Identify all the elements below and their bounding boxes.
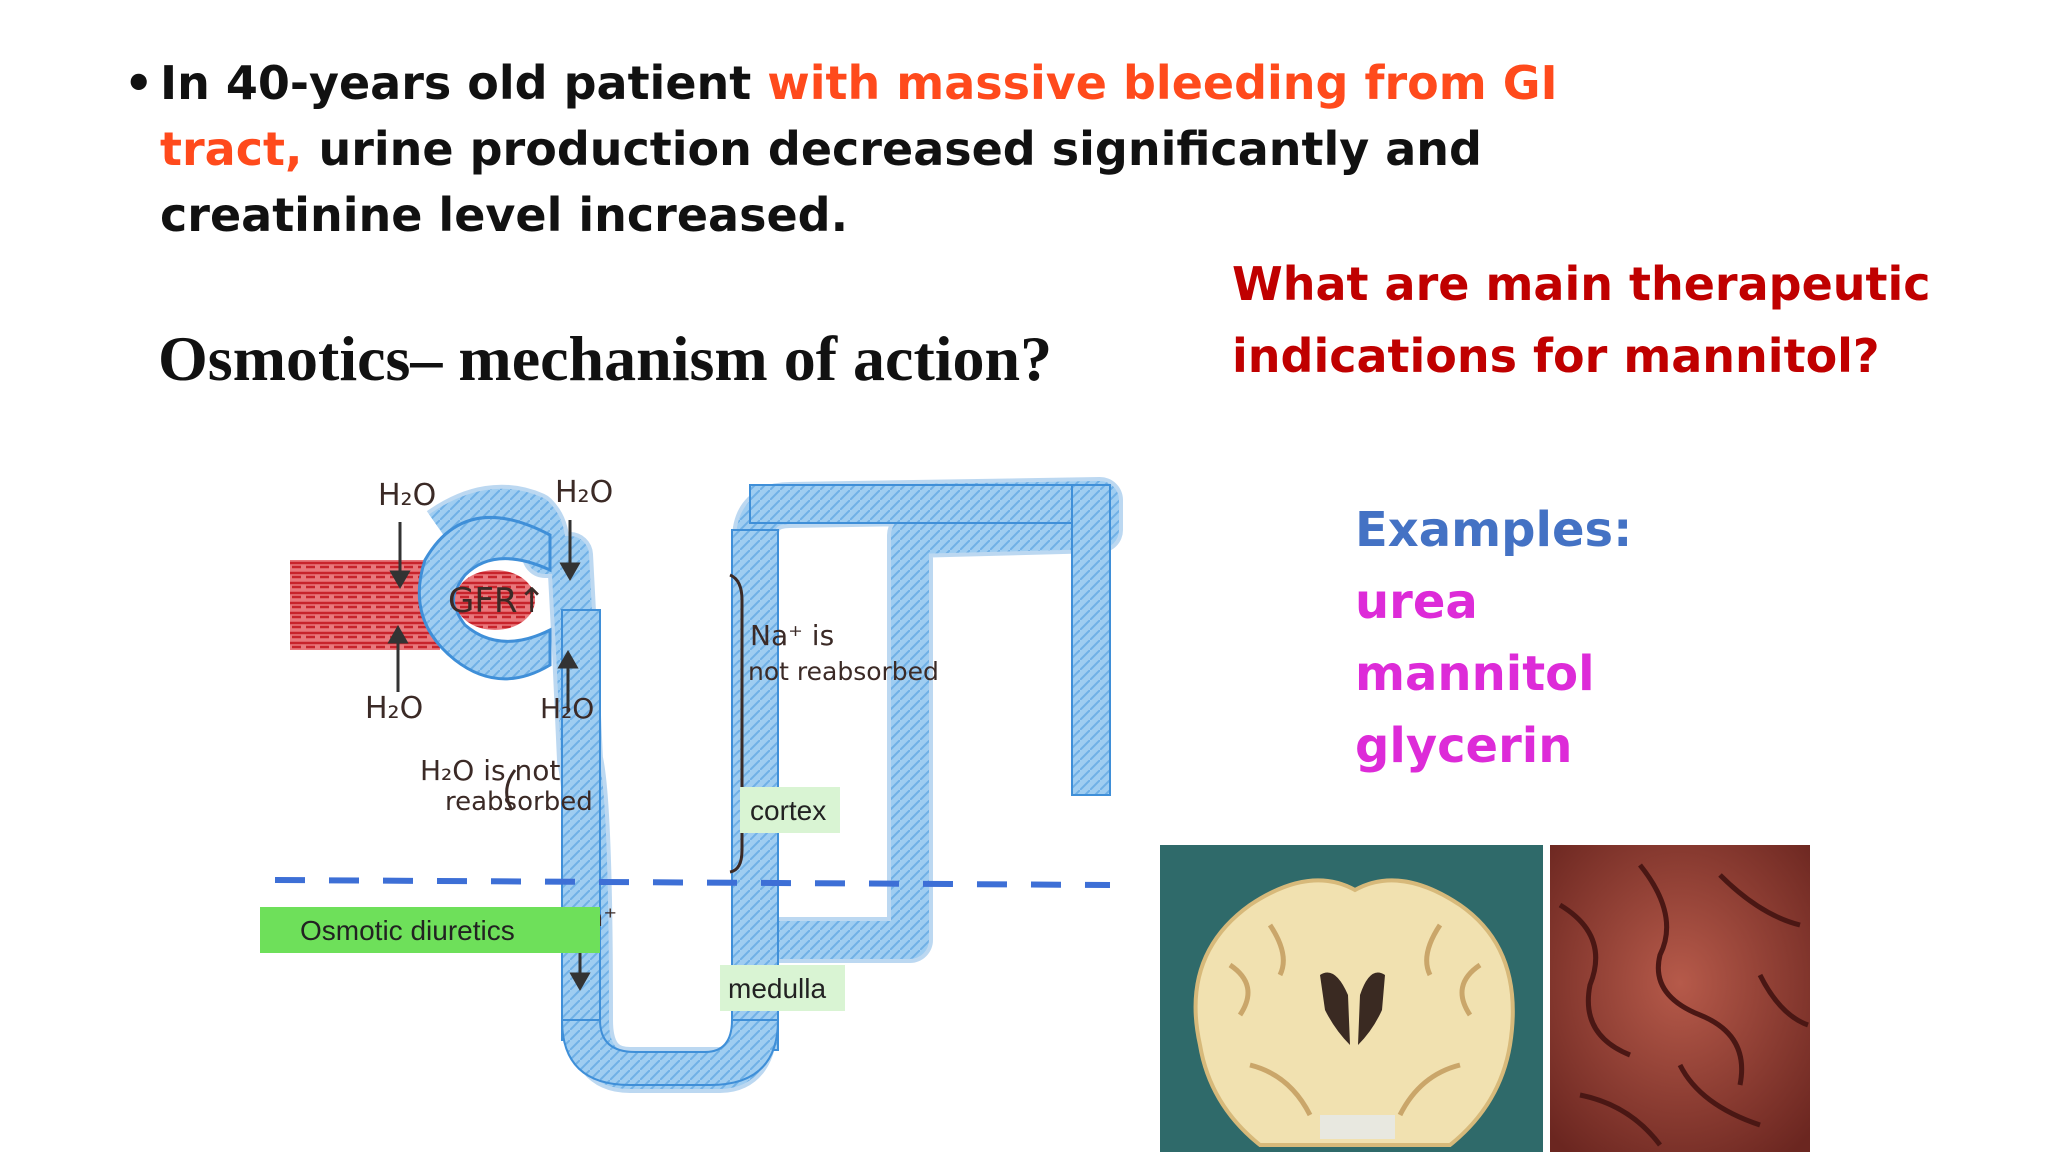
surface-sulci <box>1558 863 1809 1147</box>
brain-photos <box>1160 845 1810 1152</box>
na-bracket <box>729 573 744 874</box>
bullet-highlight: with massive bleeding from GI tract, <box>160 56 1558 176</box>
label-gfr: GFR↑ <box>448 581 546 621</box>
label-cortex: cortex <box>750 795 826 826</box>
nephron-svg: H₂O H₂O H₂O H₂O GFR↑ H₂O is not reabsorb… <box>260 475 1123 1093</box>
brain-photos-svg <box>1160 845 1810 1152</box>
label-na-not-reabsorbed-2: not reabsorbed <box>748 657 939 686</box>
cortex-medulla-boundary <box>274 877 1111 888</box>
osmotic-diuretics-box <box>260 907 600 953</box>
cortex-box <box>740 787 840 833</box>
label-h2o-bottom-left: H₂O <box>365 691 423 726</box>
label-h2o-top-left: H₂O <box>378 478 436 513</box>
examples-title: Examples: <box>1355 502 1633 558</box>
label-osmotic-diuretics: Osmotic diuretics <box>300 915 515 946</box>
bullet-dot: • <box>124 56 154 110</box>
label-h2o-bottom-right: H₂O <box>540 692 594 725</box>
arrows <box>387 520 591 992</box>
coronal-gyri <box>1228 923 1482 1117</box>
slide-heading: Osmotics– mechanism of action? <box>158 323 1053 394</box>
distal-tubule-top <box>749 484 1111 524</box>
bullet-part3: urine production decreased significantly… <box>160 122 1482 242</box>
example-item-glycerin: glycerin <box>1355 718 1573 774</box>
h2o-bracket <box>505 769 517 811</box>
nephron-diagram: H₂O H₂O H₂O H₂O GFR↑ H₂O is not reabsorb… <box>250 460 1150 1100</box>
bowman-capsule <box>417 515 552 681</box>
blood-vessel <box>290 560 440 650</box>
medulla-box <box>720 965 845 1011</box>
collecting-duct <box>1071 484 1111 796</box>
glomerulus <box>455 570 535 630</box>
coronal-ventricles <box>1320 972 1385 1045</box>
bullet-part1: In 40-years old patient <box>160 56 768 110</box>
label-medulla: medulla <box>728 973 826 1004</box>
bullet-text: • In 40-years old patient with massive b… <box>124 50 1600 248</box>
label-h2o-not-reabsorbed-2: reabsorbed <box>445 787 593 817</box>
loop-bottom <box>560 1019 780 1086</box>
label-h2o-not-reabsorbed-1: H₂O is not <box>420 754 560 787</box>
question-text: What are main therapeutic indications fo… <box>1232 257 1931 383</box>
label-h2o-top-right: H₂O <box>555 475 613 510</box>
label-na-not-reabsorbed-1: Na⁺ is <box>750 619 834 652</box>
coronal-label-card <box>1320 1115 1395 1139</box>
example-item-mannitol: mannitol <box>1355 646 1595 702</box>
example-item-urea: urea <box>1355 574 1478 630</box>
examples-list: Examples: urea mannitol glycerin <box>1355 494 1632 782</box>
